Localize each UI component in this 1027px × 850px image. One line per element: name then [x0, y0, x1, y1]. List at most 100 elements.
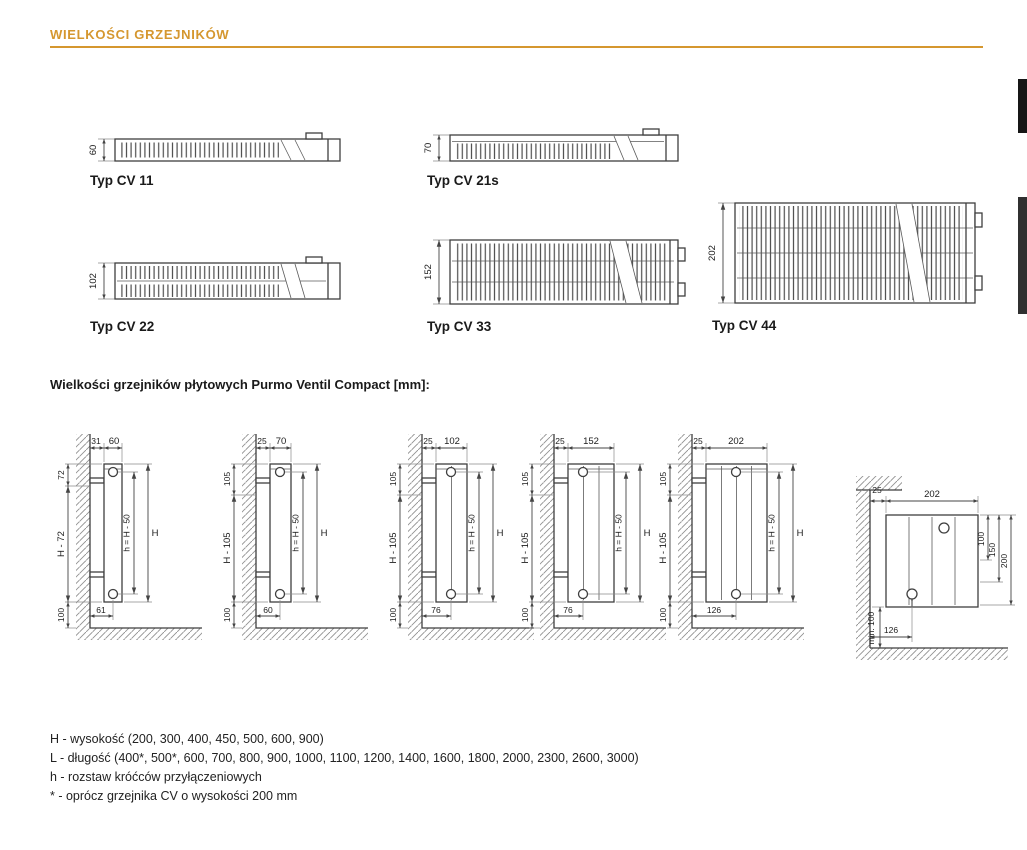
pipe-connection-top: [577, 466, 589, 478]
legend-line-footnote: * - oprócz grzejnika CV o wysokości 200 …: [50, 789, 298, 803]
wall-bracket: [421, 477, 437, 484]
convector-fins: [119, 142, 279, 158]
wall-bracket: [89, 477, 105, 484]
cross-section-cv22: 102: [88, 256, 341, 300]
detail-view-cv44: 25 202 100 150 200 min. 100 126: [856, 476, 1016, 660]
dim-clearance-150: 150: [987, 543, 997, 557]
page-title: WIELKOŚCI GRZEJNIKÓW: [50, 27, 230, 42]
wall-hatch: [408, 434, 422, 640]
dim-upper: 105: [388, 472, 398, 486]
scan-edge-artifact: [1018, 197, 1027, 314]
dim-mid: H - 72: [56, 531, 67, 557]
dim-depth: 152: [583, 436, 599, 447]
pipe-connection-top: [938, 522, 950, 534]
dim-clearance-100: 100: [976, 532, 986, 546]
side-view-cv22: 25 102 105 H - 105 100 h = H - 50 H 76: [388, 434, 534, 640]
mounting-tab: [642, 128, 660, 136]
legend-line-length: L - długość (400*, 500*, 600, 700, 800, …: [50, 751, 639, 765]
radiator-panel: [567, 463, 615, 603]
mounting-tab: [677, 282, 686, 297]
floor-hatch: [422, 628, 534, 640]
dim-depth: 202: [728, 436, 744, 447]
dim-depth: 102: [444, 436, 460, 447]
pipe-connection-top: [274, 466, 286, 478]
wall-bracket: [89, 571, 105, 578]
label-typ-cv33: Typ CV 33: [427, 319, 492, 334]
dim-connection: 76: [563, 605, 573, 615]
dim-pipe-spacing: h = H - 50: [467, 514, 477, 552]
dim-connection: 61: [96, 605, 106, 615]
dim-height: H: [797, 528, 804, 539]
dim-cv11-depth: 60: [88, 145, 99, 156]
dim-mid: H - 105: [388, 532, 399, 563]
dim-height: H: [321, 528, 328, 539]
label-typ-cv22: Typ CV 22: [90, 319, 155, 334]
wall-hatch: [856, 490, 870, 660]
side-view-cv33: 25 152 105 H - 105 100 h = H - 50 H 76: [520, 434, 666, 640]
pipe-connection-bottom: [274, 588, 286, 600]
wall-bracket: [553, 571, 569, 578]
wall-bracket: [255, 477, 271, 484]
dim-upper: 105: [658, 472, 668, 486]
dim-wall-gap: 25: [257, 436, 267, 446]
dim-wall-gap: 25: [423, 436, 433, 446]
dim-height: H: [644, 528, 651, 539]
legend-line-pipe-spacing: h - rozstaw króćców przyłączeniowych: [50, 770, 262, 784]
dim-mid: H - 105: [658, 532, 669, 563]
wall-bracket: [255, 571, 271, 578]
pipe-connection-bottom: [577, 588, 589, 600]
section-label: Wielkości grzejników płytowych Purmo Ven…: [50, 377, 430, 392]
cross-section-cv21s: 70: [423, 128, 679, 162]
title-underline: [50, 46, 983, 48]
wall-bracket: [691, 571, 707, 578]
floor-hatch: [692, 628, 804, 640]
side-view-cv21s: 25 70 105 H - 105 100 h = H - 50 H 60: [222, 434, 368, 640]
label-typ-cv21s: Typ CV 21s: [427, 173, 499, 188]
pipe-connection-bottom: [107, 588, 119, 600]
shelf-hatch: [856, 476, 902, 490]
dim-connection: 126: [707, 605, 721, 615]
dim-pipe-spacing: h = H - 50: [122, 514, 132, 552]
wall-hatch: [678, 434, 692, 640]
pipe-connection-top: [730, 466, 742, 478]
pipe-connection-top: [107, 466, 119, 478]
wall-bracket: [691, 477, 707, 484]
mounting-tab: [974, 275, 983, 291]
legend-line-height: H - wysokość (200, 300, 400, 450, 500, 6…: [50, 732, 324, 746]
floor-hatch: [870, 648, 1008, 660]
dim-floor-clearance: 100: [56, 608, 66, 622]
dim-height: H: [152, 528, 159, 539]
wall-hatch: [76, 434, 90, 640]
pipe-connection-bottom: [730, 588, 742, 600]
convector-fins: [119, 284, 279, 297]
dim-upper: 105: [520, 472, 530, 486]
convector-fins: [119, 266, 279, 279]
floor-hatch: [90, 628, 202, 640]
dim-connection: 60: [263, 605, 273, 615]
dim-connection: 126: [884, 625, 898, 635]
mounting-tab: [974, 212, 983, 228]
side-view-cv11: 31 60 72 H - 72 100 h = H - 50 H 61: [56, 434, 202, 640]
dim-cv33-depth: 152: [423, 264, 434, 280]
wall-bracket: [553, 477, 569, 484]
cross-section-cv11: 60: [88, 132, 341, 162]
dim-mid: H - 105: [520, 532, 531, 563]
dim-connection: 76: [431, 605, 441, 615]
wall-hatch: [540, 434, 554, 640]
dim-depth: 60: [109, 436, 120, 447]
wall-bracket: [421, 571, 437, 578]
dim-wall-gap: 25: [555, 436, 565, 446]
dim-cv44-depth: 202: [707, 245, 718, 261]
dim-upper: 72: [56, 470, 66, 480]
mounting-tab: [305, 132, 323, 140]
dim-mid: H - 105: [222, 532, 233, 563]
dim-min-floor: min. 100: [866, 611, 876, 644]
pipe-connection-bottom: [906, 588, 918, 600]
dim-floor-clearance: 100: [222, 608, 232, 622]
dim-floor-clearance: 100: [388, 608, 398, 622]
dim-pipe-spacing: h = H - 50: [767, 514, 777, 552]
label-typ-cv11: Typ CV 11: [90, 173, 154, 188]
cross-section-cv44: 202: [707, 202, 983, 304]
